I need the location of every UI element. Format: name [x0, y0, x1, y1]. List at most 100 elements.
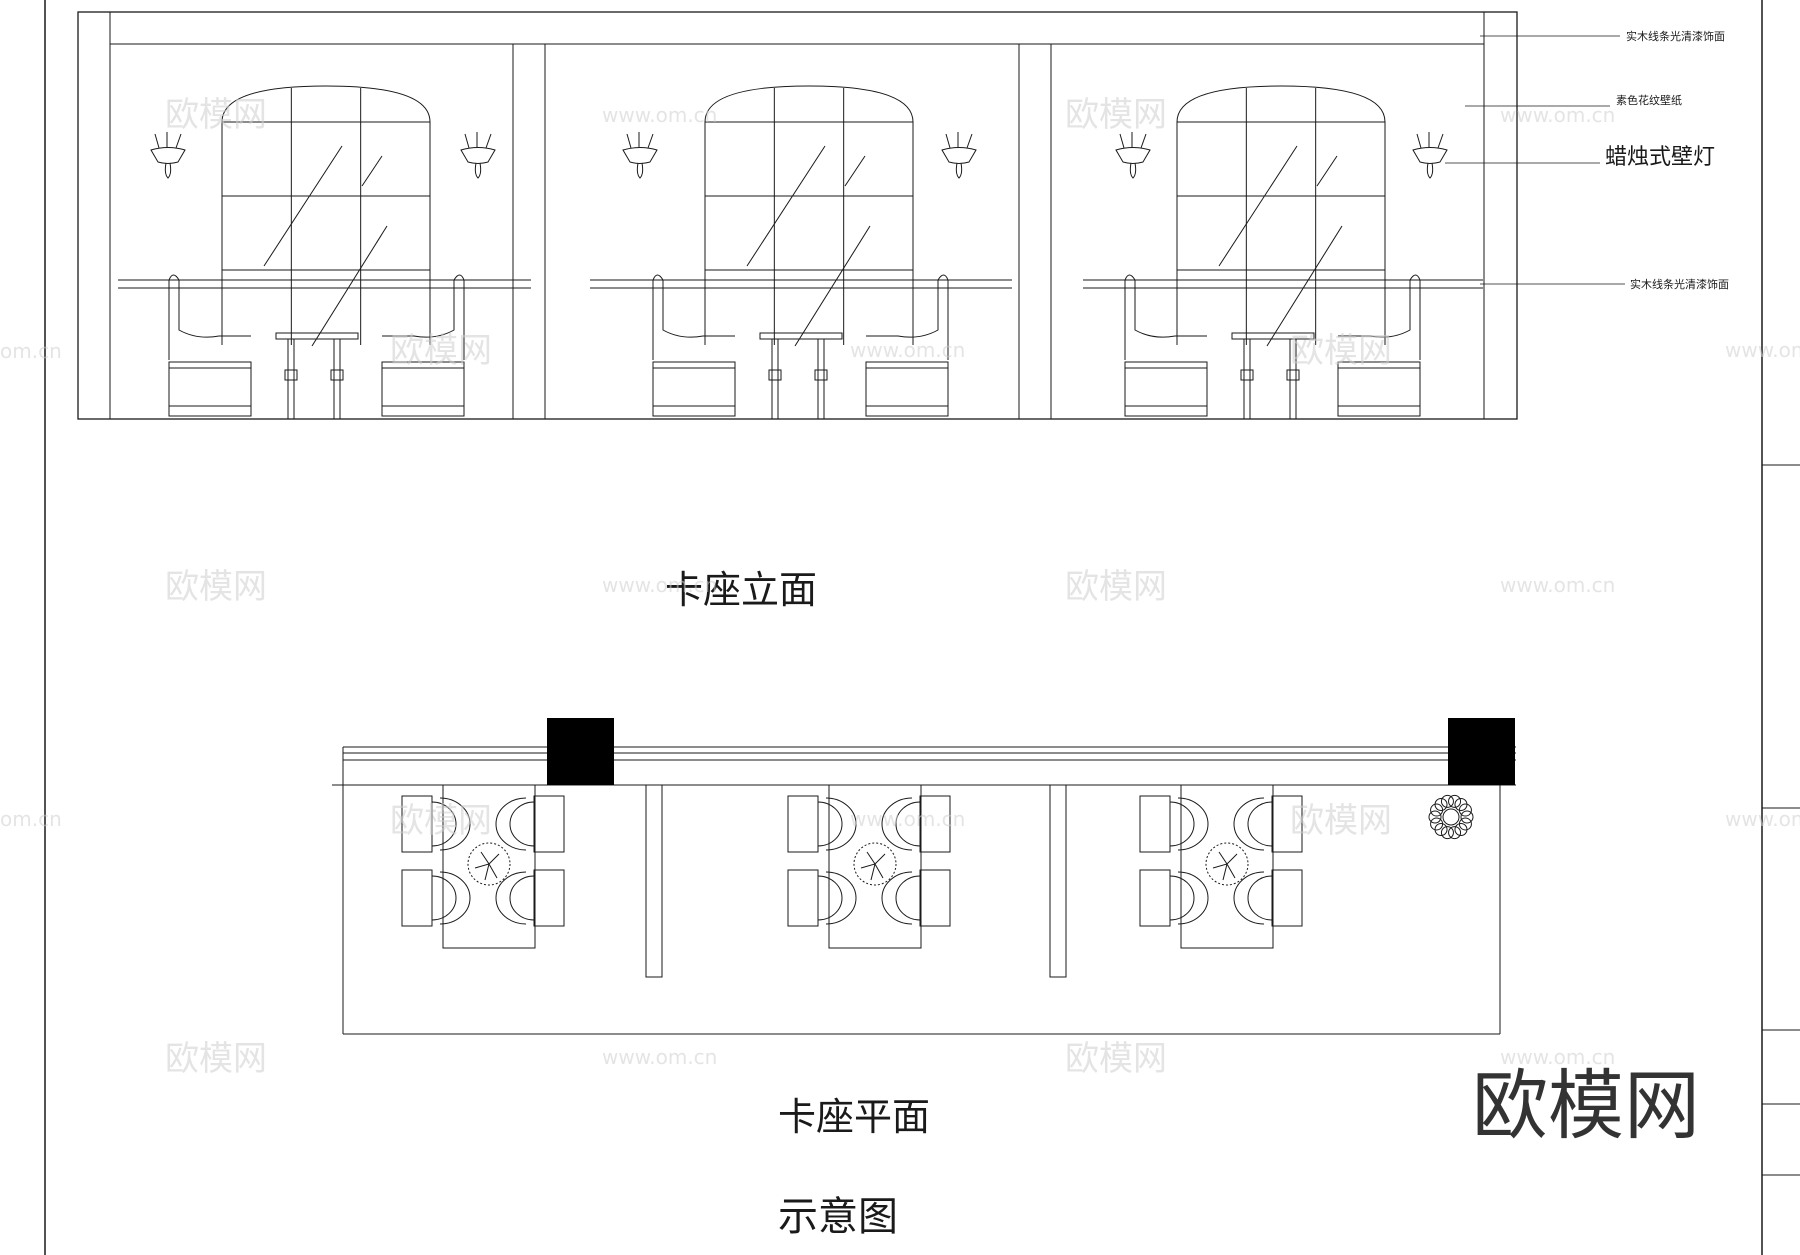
wall-sconce-icon	[941, 132, 977, 179]
pilaster	[1018, 43, 1052, 420]
sconce-drip	[474, 162, 482, 179]
booth-cushion	[1124, 361, 1208, 417]
watermark-brand: 欧模网	[1065, 567, 1167, 607]
chair-seat	[1271, 795, 1303, 853]
chair-back	[825, 797, 857, 851]
watermarks: 欧模网 www.om.cn 欧模网 www.om.cn om.cn 欧模网 ww…	[0, 95, 1800, 1079]
watermark-brand: 欧模网	[1065, 1039, 1167, 1079]
sconce-bowl	[1412, 147, 1448, 164]
chair-seat	[401, 795, 433, 853]
table-leg	[333, 338, 341, 420]
flower-stems	[474, 851, 500, 881]
sconce-flame	[1119, 133, 1125, 149]
flower-stems	[860, 851, 886, 881]
watermark-brand: 欧模网	[165, 95, 267, 135]
watermark-brand: 欧模网	[1290, 331, 1392, 371]
chair-seat	[1139, 869, 1171, 927]
pilaster	[512, 43, 546, 420]
chair-seat	[919, 869, 951, 927]
potted-plant	[1428, 794, 1474, 840]
arched-window	[1176, 85, 1386, 347]
chair-back	[439, 871, 471, 925]
watermark-brand: 欧模网	[1290, 801, 1392, 841]
glass-reflection	[1316, 155, 1338, 187]
booth-elevation: 实木线条光清漆饰面 素色花纹壁纸 蜡烛式壁灯 实木线条光清漆饰面	[77, 11, 1729, 420]
chair-back-inner	[509, 875, 535, 921]
sconce-drip	[636, 162, 644, 179]
chair-back-inner	[817, 801, 843, 847]
chair-back-inner	[817, 875, 843, 921]
table-leg-collar	[814, 369, 828, 381]
sconce-bowl	[622, 147, 658, 164]
sconce-flame	[945, 133, 951, 149]
wall-sconce-icon	[1412, 132, 1448, 179]
table-leg-collar	[1240, 369, 1254, 381]
booth-cushion	[652, 361, 736, 417]
plan-subtitle: 示意图	[778, 1194, 898, 1240]
chair-back	[881, 797, 913, 851]
watermark-url: www.om.cn	[1725, 807, 1800, 831]
booth-table	[1180, 784, 1274, 949]
watermark-brand: 欧模网	[165, 567, 267, 607]
glass-reflection	[1266, 225, 1343, 347]
wall-sconce-icon	[150, 132, 186, 179]
watermark-url: www.om.cn	[602, 103, 717, 127]
wall-sconce-icon	[460, 132, 496, 179]
booth-seat	[652, 274, 736, 417]
glass-reflection	[1218, 145, 1298, 267]
chair-back	[1177, 797, 1209, 851]
sconce-flame	[647, 133, 654, 149]
table-leg-collar	[330, 369, 344, 381]
plant-leaf	[1454, 823, 1468, 837]
elevation-title: 卡座立面	[665, 568, 817, 612]
booth-seat	[381, 274, 465, 417]
chair-back	[1177, 871, 1209, 925]
watermark-url: om.cn	[0, 807, 62, 831]
window-frame	[1176, 85, 1386, 345]
booth-cushion	[381, 361, 465, 417]
sconce-flame	[485, 133, 492, 149]
table-top	[759, 332, 843, 340]
watermark-brand: 欧模网	[390, 331, 492, 371]
table-leg-collar	[284, 369, 298, 381]
watermark-brand: 欧模网	[165, 1039, 267, 1079]
plant-leaf	[1428, 810, 1442, 824]
sconce-flame	[175, 133, 182, 149]
sconce-flame	[154, 133, 160, 149]
booth-seat	[865, 274, 949, 417]
glass-reflection	[361, 155, 383, 187]
plant-leaf	[1448, 794, 1462, 808]
booth-table	[828, 784, 922, 949]
sconce-flame	[626, 133, 632, 149]
plan-title: 卡座平面	[778, 1095, 930, 1139]
sconce-flame	[966, 133, 973, 149]
booth-backrest	[866, 274, 949, 360]
chair-back	[495, 871, 527, 925]
watermark-url: www.om.cn	[850, 338, 965, 362]
table-leg	[1243, 338, 1251, 420]
chair-back	[1233, 871, 1265, 925]
flower-centerpiece-icon	[853, 842, 897, 886]
cafe-table	[275, 332, 359, 420]
plant-leaf	[1458, 803, 1472, 817]
booth-cushion	[1337, 361, 1421, 417]
watermark-url: www.om.cn	[850, 807, 965, 831]
chair-seat	[787, 869, 819, 927]
watermark-url: www.om.cn	[602, 573, 717, 597]
flower-ring	[853, 842, 897, 886]
elevation-outline	[77, 11, 1518, 420]
watermark-url: www.om.cn	[1500, 573, 1615, 597]
label-chair-rail: 实木线条光清漆饰面	[1630, 277, 1729, 291]
plant-center	[1442, 808, 1460, 826]
sconce-drip	[164, 162, 172, 179]
chair-icon	[1233, 795, 1303, 853]
chair-back-inner	[509, 801, 535, 847]
wall-sconce-icon	[622, 132, 658, 179]
plant-leaf	[1440, 826, 1454, 840]
table-leg	[1289, 338, 1297, 420]
glass-reflection	[844, 155, 866, 187]
booth-backrest	[652, 274, 735, 360]
chair-back	[881, 871, 913, 925]
partition	[645, 784, 663, 978]
booth-seat	[168, 274, 252, 417]
